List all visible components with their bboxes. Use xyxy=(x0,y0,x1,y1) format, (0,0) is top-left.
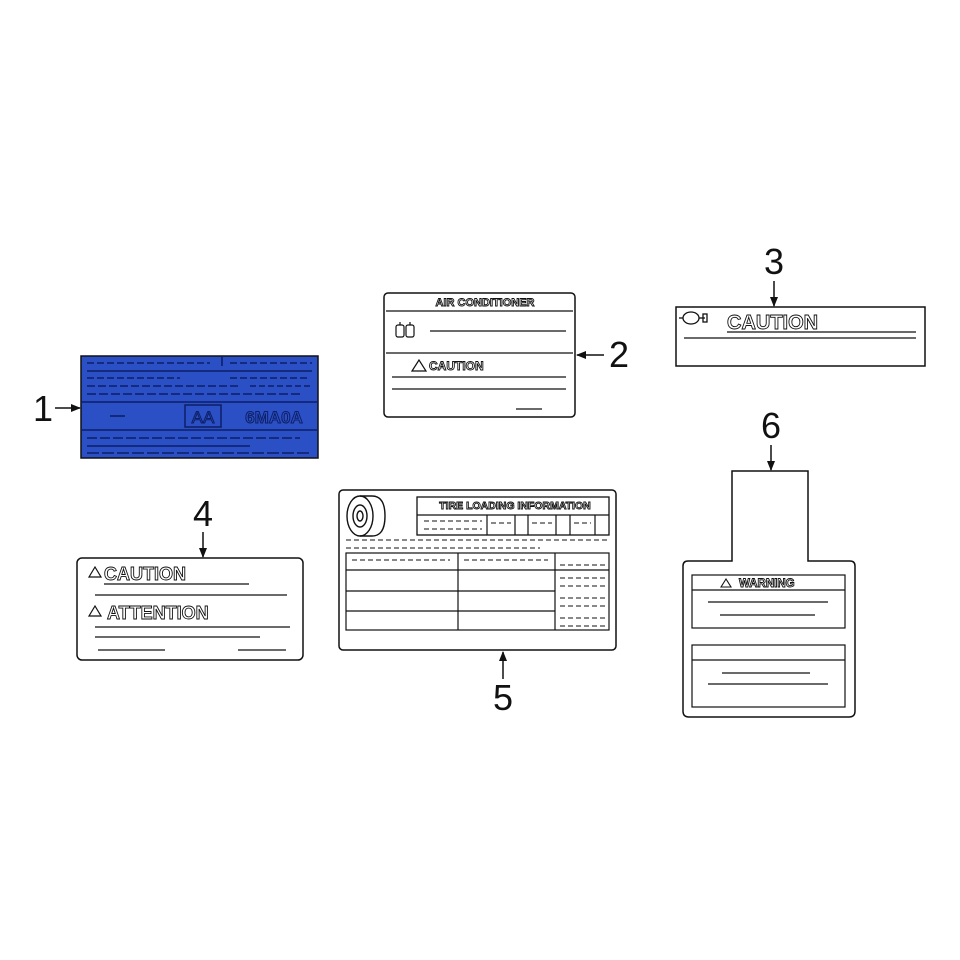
label-6-body xyxy=(682,470,856,718)
label-3[interactable]: CAUTION xyxy=(675,306,926,367)
callout-6: 6 xyxy=(761,405,781,446)
warning-triangle-icon xyxy=(410,358,428,372)
callout-5: 5 xyxy=(493,677,513,718)
warning-triangle-icon xyxy=(87,565,103,578)
label-3-body xyxy=(675,306,926,367)
callout-4: 4 xyxy=(193,493,213,534)
callout-3: 3 xyxy=(764,241,784,282)
label-2-title: AIR CONDITIONER xyxy=(436,297,535,309)
label-6-warning: WARNING xyxy=(739,578,795,590)
label-1-code-box xyxy=(184,404,222,428)
label-1-text-lines xyxy=(81,356,318,454)
label-4-caution: CAUTION xyxy=(104,564,186,584)
label-1-code-model: 6MA0A xyxy=(245,408,303,427)
warning-triangle-icon xyxy=(720,577,732,588)
tire-icon xyxy=(346,495,386,537)
label-2-body xyxy=(383,292,576,418)
refrigerant-icon xyxy=(395,322,415,338)
label-4-attention: ATTENTION xyxy=(107,603,209,623)
callout-2: 2 xyxy=(609,334,629,375)
bulb-icon xyxy=(679,311,708,325)
label-5[interactable]: TIRE LOADING INFORMATION xyxy=(338,489,617,651)
label-3-caution: CAUTION xyxy=(727,312,818,334)
callout-1: 1 xyxy=(33,388,53,429)
label-1-code-aa: AA xyxy=(192,408,215,427)
label-1-body xyxy=(80,355,319,459)
label-4[interactable]: CAUTION ATTENTION xyxy=(76,557,304,661)
label-6[interactable]: WARNING xyxy=(682,470,856,718)
warning-triangle-icon xyxy=(87,604,103,617)
label-2[interactable]: AIR CONDITIONER CAUTION xyxy=(383,292,576,418)
label-2-caution: CAUTION xyxy=(429,359,484,373)
label-5-title: TIRE LOADING INFORMATION xyxy=(439,500,590,512)
label-1[interactable]: AA 6MA0A xyxy=(80,355,319,459)
